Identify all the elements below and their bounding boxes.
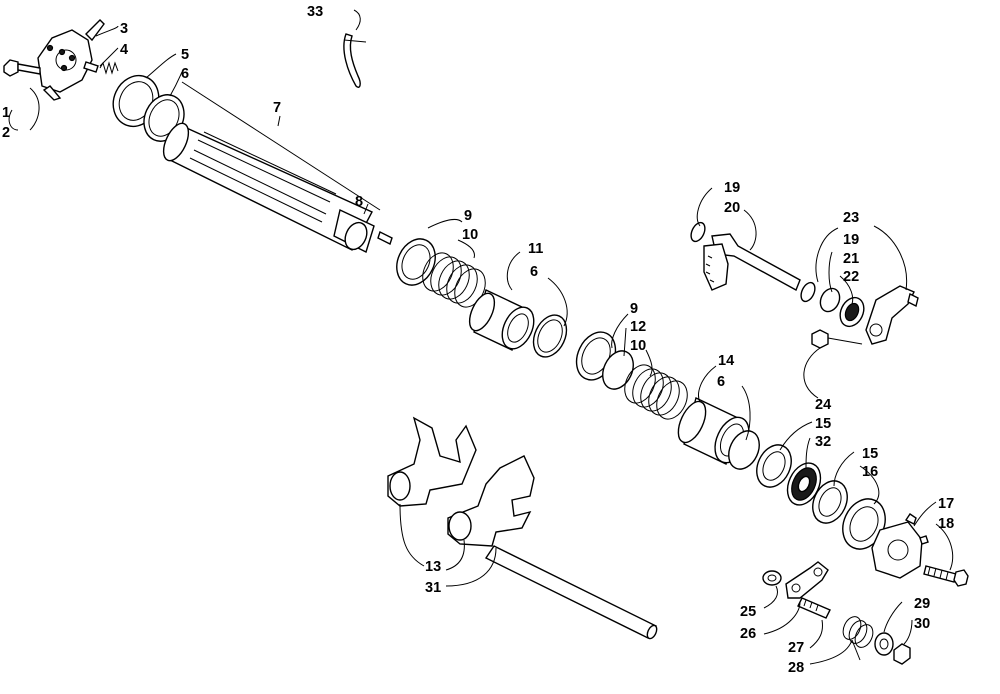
callout-2: 2 [2, 125, 10, 141]
callout-19a: 19 [724, 180, 740, 196]
shift-arm-23-part [865, 285, 919, 345]
sprocket-17-part [871, 513, 929, 579]
ring-6b-part [532, 314, 568, 358]
spring-28-part [842, 616, 874, 661]
callout-24: 24 [815, 397, 831, 413]
callout-6b: 6 [530, 264, 538, 280]
ring-6c-part [728, 430, 760, 470]
callout-15b: 15 [862, 446, 878, 462]
callout-16: 16 [862, 464, 878, 480]
callout-33: 33 [307, 4, 323, 20]
callout-19b: 19 [843, 232, 859, 248]
callout-10a: 10 [462, 227, 478, 243]
leader-lines [8, 9, 954, 665]
callout-15a: 15 [815, 416, 831, 432]
callout-32: 32 [815, 434, 831, 450]
callout-25: 25 [740, 604, 756, 620]
washer-29-part [874, 632, 894, 656]
washer-9a-part [396, 238, 436, 286]
callout-26: 26 [740, 626, 756, 642]
shift-shaft-part [690, 221, 801, 291]
fork-rod-31-part [484, 545, 658, 640]
nut-30-part [893, 643, 911, 665]
callout-28: 28 [788, 660, 804, 676]
washer-16-part [842, 498, 886, 550]
washer-25-part [762, 570, 782, 586]
callout-4: 4 [120, 42, 128, 58]
pin-27-part [797, 597, 831, 619]
callout-20: 20 [724, 200, 740, 216]
callout-17: 17 [938, 496, 954, 512]
callout-11: 11 [528, 241, 543, 257]
spring-10b-part [624, 364, 688, 420]
cotter-pin-part [343, 33, 367, 88]
bearing-32-part [786, 462, 822, 506]
callout-13: 13 [425, 559, 441, 575]
callout-30: 30 [914, 616, 930, 632]
callout-14: 14 [718, 353, 734, 369]
callout-29: 29 [914, 596, 930, 612]
callout-21: 21 [843, 251, 859, 267]
bearing-22-part [839, 296, 865, 328]
callout-12: 12 [630, 319, 646, 335]
callout-31: 31 [425, 580, 441, 596]
collar-11-part [468, 289, 535, 351]
shift-fork-b-part [447, 455, 535, 547]
callout-6: 6 [181, 66, 189, 82]
callout-9a: 9 [464, 208, 472, 224]
callout-10b: 10 [630, 338, 646, 354]
callout-18: 18 [938, 516, 954, 532]
callout-labels: 1 2 3 4 5 6 7 8 9 10 11 6 9 12 10 14 6 1… [2, 4, 954, 676]
bolt-24-part [811, 329, 863, 349]
ring-12-part [602, 350, 634, 390]
callout-5: 5 [181, 47, 189, 63]
callout-1: 1 [2, 105, 10, 121]
callout-3: 3 [120, 21, 128, 37]
bolt-18-part [923, 565, 969, 587]
callout-23: 23 [843, 210, 859, 226]
washer-15a-part [756, 444, 792, 488]
linkage-plate-26-part [785, 561, 829, 599]
callout-6c: 6 [717, 374, 725, 390]
shift-fork-a-part [387, 416, 477, 507]
small-pin-spring [83, 61, 119, 75]
cover-plate-part [3, 19, 105, 101]
shift-drum-part [162, 122, 393, 253]
washer-21-part [819, 287, 841, 313]
ring-19b-part [800, 281, 816, 303]
callout-27: 27 [788, 640, 804, 656]
callout-9b: 9 [630, 301, 638, 317]
spring-10a-part [422, 252, 486, 308]
callout-8: 8 [355, 194, 363, 210]
callout-7: 7 [273, 100, 281, 116]
callout-22: 22 [843, 269, 859, 285]
washer-15b-part [812, 480, 848, 524]
